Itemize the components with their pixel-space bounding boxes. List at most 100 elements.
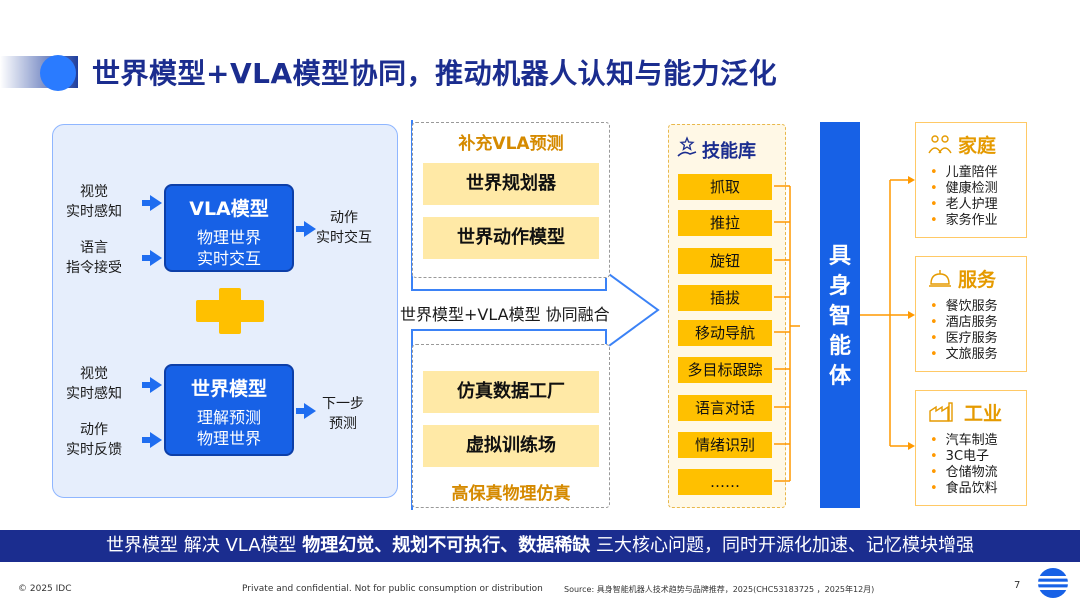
wm-input-action-line2: 实时反馈 <box>66 442 122 458</box>
list-item: 仓储物流 <box>930 465 998 481</box>
sim-data-factory-item: 仿真数据工厂 <box>423 371 599 413</box>
list-item: 健康检测 <box>930 181 998 197</box>
world-model-title: 世界模型 <box>190 378 267 400</box>
simulation-box: 仿真数据工厂 虚拟训练场 高保真物理仿真 <box>412 344 610 508</box>
skill-item: 情绪识别 <box>678 432 772 458</box>
plus-icon <box>219 288 241 334</box>
category-industry-list: 汽车制造 3C电子 仓储物流 食品饮料 <box>930 433 998 497</box>
embodied-agent-label: 具身智能体 <box>820 122 860 392</box>
wm-output: 下一步 预测 <box>322 394 364 434</box>
arrow-right-icon <box>150 195 162 211</box>
simulation-heading: 高保真物理仿真 <box>451 484 571 504</box>
wm-input-vision-line2: 实时感知 <box>66 386 122 402</box>
arrow-stem <box>142 437 150 443</box>
skill-item: 抓取 <box>678 174 772 200</box>
vla-model-desc: 物理世界 实时交互 <box>166 227 292 269</box>
wm-input-vision-line1: 视觉 <box>80 366 108 382</box>
hand-star-icon <box>677 136 697 157</box>
vla-input-language-line1: 语言 <box>80 240 108 256</box>
arrow-right-icon <box>304 403 316 419</box>
factory-icon <box>929 402 953 422</box>
world-action-model-item: 世界动作模型 <box>423 217 599 259</box>
summary-highlight: 物理幻觉、规划不可执行、数据稀缺 <box>302 535 591 556</box>
vla-input-vision: 视觉 实时感知 <box>66 182 122 222</box>
footer-copyright: © 2025 IDC <box>18 584 72 594</box>
virtual-training-item: 虚拟训练场 <box>423 425 599 467</box>
world-model-desc-line2: 物理世界 <box>196 429 261 448</box>
arrow-right-icon <box>304 221 316 237</box>
vla-input-language-line2: 指令接受 <box>66 260 122 276</box>
fusion-arrow-label: 世界模型+VLA模型 协同融合 <box>400 305 610 324</box>
wm-input-action-line1: 动作 <box>80 422 108 438</box>
skill-item: 语言对话 <box>678 395 772 421</box>
category-service: 服务 餐饮服务 酒店服务 医疗服务 文旅服务 <box>915 256 1027 372</box>
vla-model-title: VLA模型 <box>189 198 269 220</box>
arrow-stem <box>142 382 150 388</box>
summary-banner: 世界模型 解决 VLA模型 物理幻觉、规划不可执行、数据稀缺 三大核心问题，同时… <box>0 530 1080 562</box>
category-home-title: 家庭 <box>958 135 997 157</box>
arrow-right-icon <box>150 250 162 266</box>
idc-globe-logo <box>1038 568 1068 598</box>
embodied-agent-char: 能 <box>828 334 851 359</box>
skill-library-heading: 技能库 <box>702 141 756 162</box>
skill-item: …… <box>678 469 772 495</box>
arrow-stem <box>142 255 150 261</box>
people-icon <box>928 135 952 154</box>
arrow-stem <box>142 200 150 206</box>
world-model-desc: 理解预测 物理世界 <box>166 407 292 449</box>
arrow-right-icon <box>150 377 162 393</box>
category-service-title: 服务 <box>958 269 997 291</box>
embodied-agent-char: 智 <box>828 304 851 329</box>
category-industry: 工业 汽车制造 3C电子 仓储物流 食品饮料 <box>915 390 1027 506</box>
list-item: 儿童陪伴 <box>930 165 998 181</box>
arrow-stem <box>296 226 304 232</box>
embodied-agent-char: 体 <box>828 364 851 389</box>
vla-output-line1: 动作 <box>330 210 358 226</box>
arrow-stem <box>296 408 304 414</box>
category-connector <box>860 176 915 450</box>
list-item: 医疗服务 <box>930 331 998 347</box>
fusion-arrow-outline <box>411 270 660 350</box>
vla-supplement-box: 补充VLA预测 世界规划器 世界动作模型 <box>412 122 610 278</box>
list-item: 食品饮料 <box>930 481 998 497</box>
wm-input-vision: 视觉 实时感知 <box>66 364 122 404</box>
vla-model-desc-line2: 实时交互 <box>196 249 261 268</box>
wm-input-action: 动作 实时反馈 <box>66 420 122 460</box>
vla-output: 动作 实时交互 <box>316 208 372 248</box>
list-item: 文旅服务 <box>930 347 998 363</box>
page-number: 7 <box>1014 580 1021 591</box>
title-accent-dot <box>40 55 76 91</box>
vla-input-language: 语言 指令接受 <box>66 238 122 278</box>
list-item: 家务作业 <box>930 213 998 229</box>
footer-confidential: Private and confidential. Not for public… <box>242 584 543 594</box>
world-planner-item: 世界规划器 <box>423 163 599 205</box>
vla-input-vision-line1: 视觉 <box>80 184 108 200</box>
skill-item: 多目标跟踪 <box>678 357 772 383</box>
category-home-list: 儿童陪伴 健康检测 老人护理 家务作业 <box>930 165 998 229</box>
list-item: 餐饮服务 <box>930 299 998 315</box>
skill-item: 移动导航 <box>678 320 772 346</box>
list-item: 酒店服务 <box>930 315 998 331</box>
category-industry-title: 工业 <box>964 403 1003 425</box>
arrow-right-icon <box>150 432 162 448</box>
embodied-agent-char: 身 <box>828 274 851 299</box>
skill-item: 推拉 <box>678 210 772 236</box>
category-home: 家庭 儿童陪伴 健康检测 老人护理 家务作业 <box>915 122 1027 238</box>
vla-model-desc-line1: 物理世界 <box>196 228 261 247</box>
vla-output-line2: 实时交互 <box>316 230 372 246</box>
list-item: 老人护理 <box>930 197 998 213</box>
embodied-agent-bar: 具身智能体 <box>820 122 860 508</box>
summary-part1: 世界模型 解决 VLA模型 <box>106 535 303 556</box>
vla-supplement-heading: 补充VLA预测 <box>458 134 564 154</box>
world-model-desc-line1: 理解预测 <box>196 408 261 427</box>
world-model-box: 世界模型 理解预测 物理世界 <box>164 364 294 456</box>
embodied-agent-char: 具 <box>828 244 851 269</box>
list-item: 3C电子 <box>930 449 998 465</box>
service-bell-icon <box>929 270 951 287</box>
summary-part3: 三大核心问题，同时开源化加速、记忆模块增强 <box>590 535 974 556</box>
skill-item: 旋钮 <box>678 248 772 274</box>
skill-bracket <box>774 185 800 482</box>
page-title: 世界模型+VLA模型协同，推动机器人认知与能力泛化 <box>92 57 778 90</box>
vla-input-vision-line2: 实时感知 <box>66 204 122 220</box>
wm-output-line2: 预测 <box>329 416 357 432</box>
